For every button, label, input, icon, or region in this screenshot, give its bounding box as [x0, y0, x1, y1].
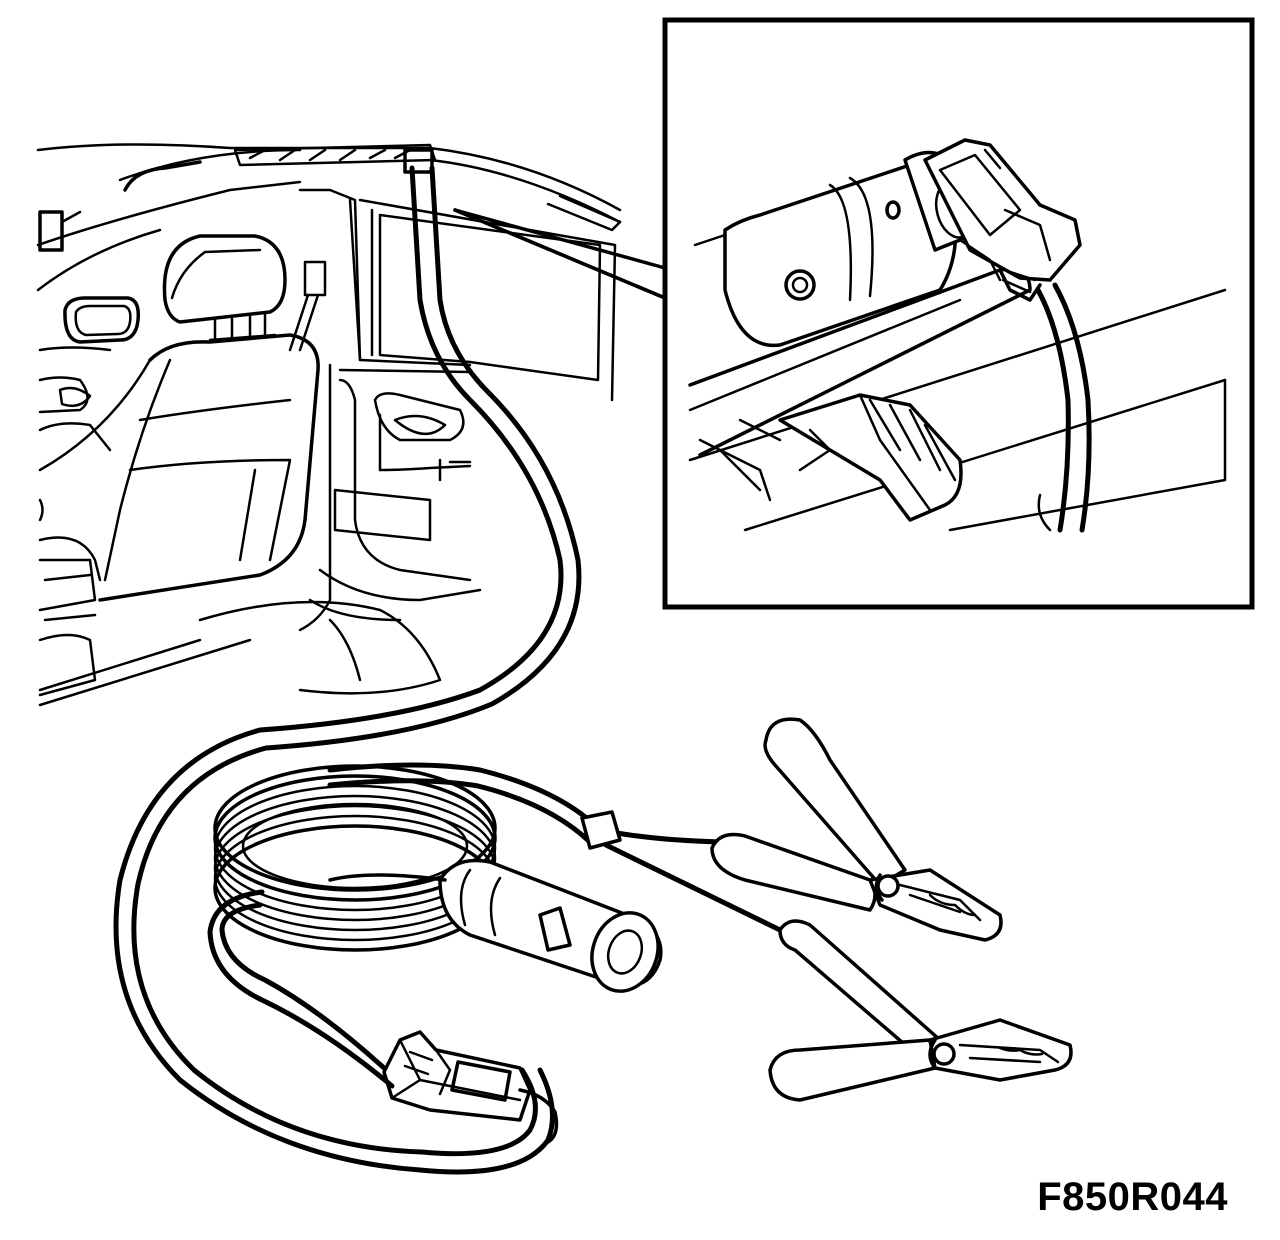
- figure-code: F850R044: [1037, 1175, 1228, 1219]
- leader-line: [453, 208, 667, 300]
- clamp-lower: [768, 919, 1073, 1102]
- clamp-upper: [710, 717, 1003, 942]
- detail-inset: [662, 17, 1255, 610]
- power-cable: [113, 165, 582, 1175]
- cable-coil: [213, 762, 783, 952]
- diagnostic-connector: [207, 889, 559, 1144]
- car-interior: [36, 143, 622, 707]
- cigarette-plug: [328, 858, 663, 993]
